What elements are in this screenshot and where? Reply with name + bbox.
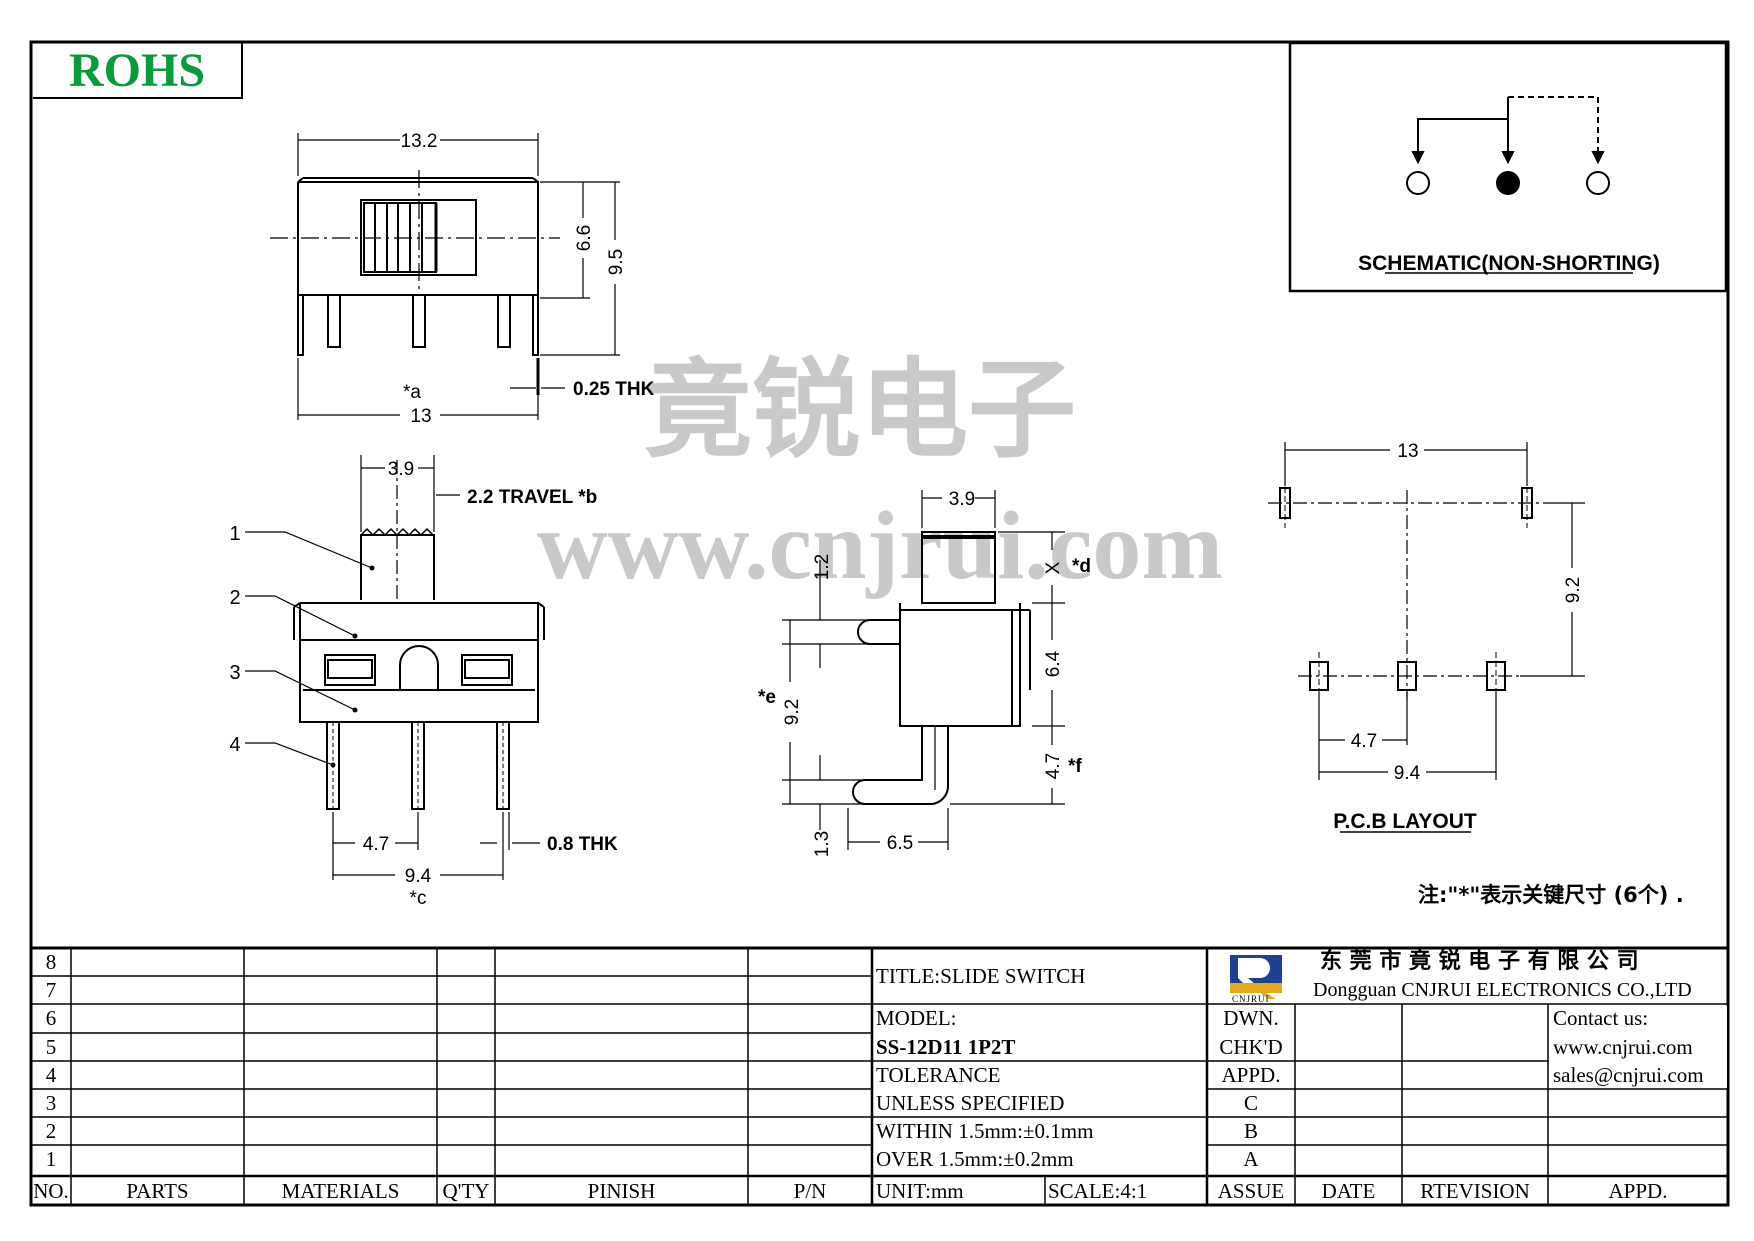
company-name-en: Dongguan CNJRUI ELECTRONICS CO.,LTD xyxy=(1313,979,1692,1001)
row-number: 5 xyxy=(45,1035,57,1059)
schematic-box xyxy=(1288,41,1728,293)
row-number: 3 xyxy=(45,1091,57,1115)
revision-c: C xyxy=(1243,1091,1258,1115)
row-number: 6 xyxy=(45,1006,57,1030)
top-thickness: 0.25 THK xyxy=(573,379,655,400)
row-number: 4 xyxy=(45,1063,57,1087)
front-label-c: *c xyxy=(410,888,427,909)
contact-title: Contact us: xyxy=(1553,1006,1649,1030)
row-number: 7 xyxy=(45,978,57,1002)
model-label: MODEL: xyxy=(876,1006,957,1030)
logo-subtext: CNJRUI xyxy=(1232,994,1270,1004)
side-dim-3-9: 3.9 xyxy=(949,489,975,510)
callout-3: 3 xyxy=(229,662,240,684)
footer-appd: APPD. xyxy=(1608,1179,1668,1203)
company-name-cn: 东 莞 市 竟 锐 电 子 有 限 公 司 xyxy=(1320,949,1639,974)
rohs-badge: ROHS xyxy=(33,43,243,99)
front-pin-thickness: 0.8 THK xyxy=(547,834,618,855)
front-dim-3-9: 3.9 xyxy=(388,459,414,480)
side-view xyxy=(782,490,1065,850)
side-dim-1-2: 1.2 xyxy=(812,554,833,580)
tolerance-over: OVER 1.5mm:±0.2mm xyxy=(876,1147,1074,1171)
row-number: 8 xyxy=(45,950,57,974)
side-dim-6-5: 6.5 xyxy=(887,833,913,854)
row-number: 2 xyxy=(45,1119,57,1143)
side-dim-1-3: 1.3 xyxy=(812,831,833,857)
outer-frame xyxy=(29,40,1730,1207)
unit-label: UNIT:mm xyxy=(876,1179,964,1203)
footer-assue: ASSUE xyxy=(1217,1179,1285,1203)
col-header-parts: PARTS xyxy=(126,1179,189,1203)
top-dim-6-6: 6.6 xyxy=(574,225,595,251)
callout-2: 2 xyxy=(229,587,240,609)
pcb-dim-9-4: 9.4 xyxy=(1394,763,1421,784)
revision-b: B xyxy=(1243,1119,1258,1143)
side-label-d: *d xyxy=(1072,556,1091,577)
footer-revision: RTEVISION xyxy=(1420,1179,1530,1203)
callout-4: 4 xyxy=(229,734,240,756)
col-header-pinish: PINISH xyxy=(587,1179,656,1203)
title-block-grid xyxy=(31,946,1728,1205)
col-header-qty: Q'TY xyxy=(442,1179,490,1203)
side-dim-9-2: 9.2 xyxy=(782,699,803,725)
side-dim-4-7: 4.7 xyxy=(1043,753,1064,779)
side-dim-6-4: 6.4 xyxy=(1043,650,1064,677)
callout-1: 1 xyxy=(229,523,240,545)
col-header-no: NO. xyxy=(33,1179,69,1203)
contact-web[interactable]: www.cnjrui.com xyxy=(1553,1035,1693,1059)
pcb-dim-13: 13 xyxy=(1397,441,1418,462)
note-text: 注:"*"表示关键尺寸 (6个) . xyxy=(1418,883,1684,907)
tolerance-line-1: TOLERANCE xyxy=(876,1063,1001,1087)
contact-email[interactable]: sales@cnjrui.com xyxy=(1553,1063,1704,1087)
watermark-chinese: 竟锐电子 xyxy=(644,348,1076,473)
top-dim-13: 13 xyxy=(410,406,431,427)
top-dim-9-5: 9.5 xyxy=(606,249,627,275)
front-view xyxy=(245,455,545,880)
front-dim-9-4: 9.4 xyxy=(405,866,432,887)
side-label-e: *e xyxy=(758,687,776,708)
role-appd: APPD. xyxy=(1221,1063,1281,1087)
top-dim-13-2: 13.2 xyxy=(401,131,438,152)
watermark-url: www.cnjrui.com xyxy=(537,492,1223,600)
tolerance-within: WITHIN 1.5mm:±0.1mm xyxy=(876,1119,1094,1143)
revision-a: A xyxy=(1243,1147,1259,1171)
role-chkd: CHK'D xyxy=(1219,1035,1283,1059)
role-dwn: DWN. xyxy=(1223,1006,1279,1030)
pcb-dim-4-7: 4.7 xyxy=(1351,731,1377,752)
tolerance-line-2: UNLESS SPECIFIED xyxy=(876,1091,1065,1115)
scale-label: SCALE:4:1 xyxy=(1048,1179,1148,1203)
top-label-a: *a xyxy=(403,382,421,403)
pcb-dim-9-2: 9.2 xyxy=(1563,577,1584,603)
col-header-pn: P/N xyxy=(793,1179,827,1203)
side-label-f: *f xyxy=(1068,756,1082,777)
footer-date: DATE xyxy=(1321,1179,1376,1203)
top-view xyxy=(270,133,620,420)
row-number: 1 xyxy=(45,1147,57,1171)
front-travel: 2.2 TRAVEL *b xyxy=(467,487,597,508)
pcb-label: P.C.B LAYOUT xyxy=(1333,810,1477,833)
side-dim-x: X xyxy=(1043,561,1064,574)
front-dim-4-7: 4.7 xyxy=(363,834,389,855)
pcb-layout xyxy=(1268,442,1585,780)
col-header-materials: MATERIALS xyxy=(281,1179,400,1203)
contact-box xyxy=(1549,1006,1727,1088)
model-value: SS-12D11 1P2T xyxy=(876,1035,1016,1059)
schematic-label: SCHEMATIC(NON-SHORTING) xyxy=(1358,252,1660,275)
drawing-title: TITLE:SLIDE SWITCH xyxy=(876,964,1086,988)
company-logo xyxy=(1230,955,1282,999)
